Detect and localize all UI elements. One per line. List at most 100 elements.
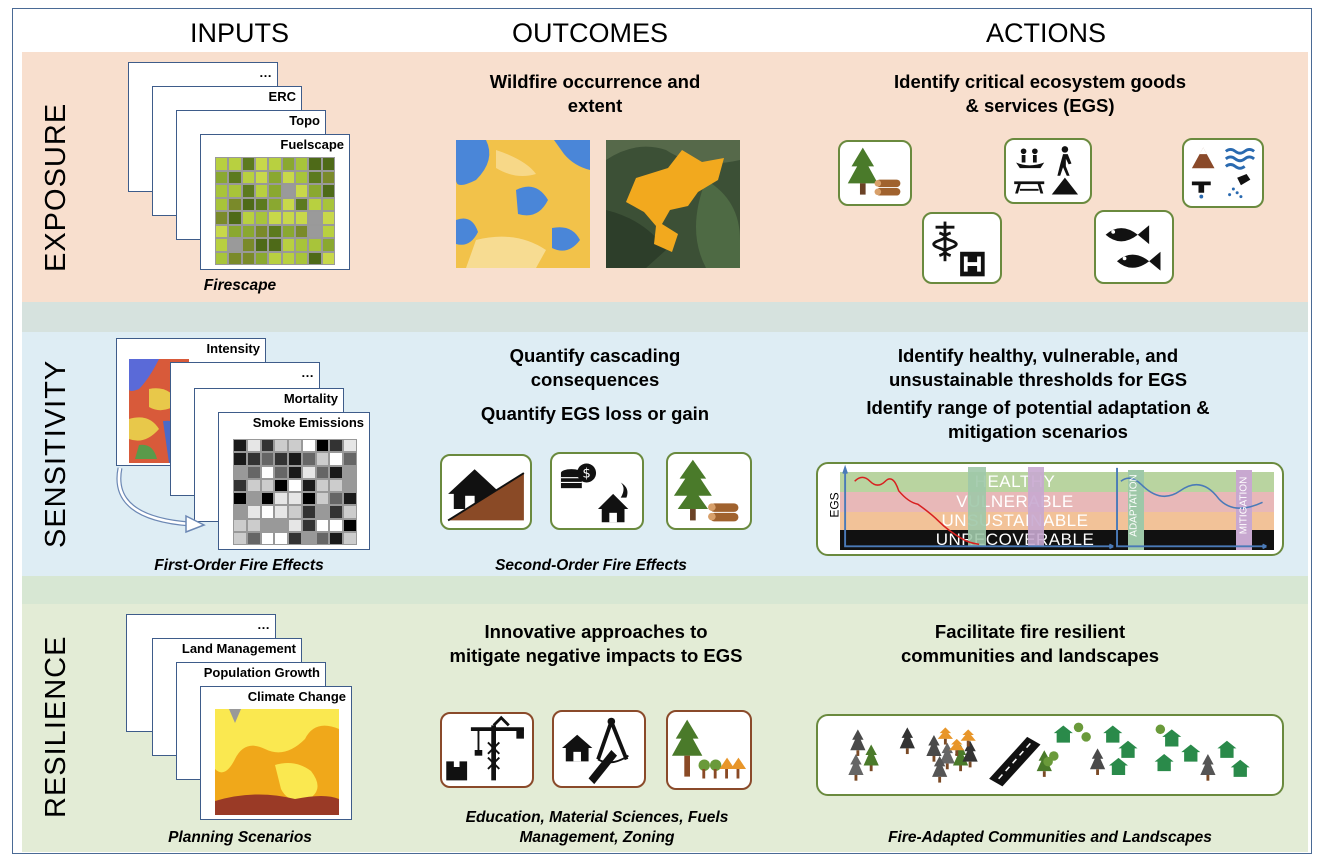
grid-cell — [281, 170, 295, 184]
tree-trunk — [968, 761, 972, 768]
grid-cell — [254, 184, 269, 198]
band-separator — [22, 302, 1308, 332]
card-label: Intensity — [206, 341, 260, 356]
threshold-healthy — [840, 472, 1274, 492]
grid-cell — [215, 251, 229, 265]
grid-cell — [233, 492, 247, 506]
grid-cell — [315, 492, 330, 506]
grid-cell — [228, 224, 242, 238]
grid-cell — [241, 238, 255, 252]
house-landslide-icon — [440, 454, 532, 530]
fuels-management-icon — [666, 710, 752, 790]
tree-trunk — [938, 776, 942, 783]
grid-cell — [308, 170, 322, 184]
grid-cell — [274, 452, 289, 466]
grid-cell — [254, 170, 269, 184]
grid-cell — [343, 478, 357, 492]
grid-cell — [315, 478, 330, 492]
grid-cell — [281, 157, 295, 171]
grid-cell — [308, 197, 322, 211]
grid-cell — [288, 505, 302, 519]
grid-cell — [288, 531, 302, 545]
threshold-unrecoverable — [840, 530, 1274, 550]
house-icon — [1162, 729, 1182, 747]
grid-cell — [301, 492, 316, 506]
tree-trunk — [966, 740, 970, 747]
tree-icon — [960, 729, 976, 741]
grid-cell — [281, 211, 295, 225]
grid-cell — [246, 518, 261, 532]
grid-cell — [246, 492, 261, 506]
grid-cell — [241, 170, 255, 184]
grid-cell — [215, 170, 229, 184]
grid-cell — [241, 157, 255, 171]
grid-cell — [321, 224, 335, 238]
grid-cell — [215, 238, 229, 252]
grid-cell — [246, 478, 261, 492]
grid-cell — [343, 439, 357, 453]
grid-cell — [254, 224, 269, 238]
tree-icon — [899, 727, 915, 749]
grid-cell — [274, 518, 289, 532]
tree-trunk — [905, 748, 909, 755]
card-label: Mortality — [283, 391, 338, 406]
row-label-exposure: EXPOSURE — [40, 102, 72, 272]
threshold-unsustainable — [840, 512, 1274, 530]
grid-cell — [301, 465, 316, 479]
house-icon — [1181, 744, 1201, 762]
grid-cell — [274, 531, 289, 545]
grid-cell — [241, 211, 255, 225]
shrub-icon — [1043, 756, 1053, 767]
grid-cell — [260, 505, 275, 519]
grid-cell — [308, 211, 322, 225]
grid-cell — [215, 157, 229, 171]
card-label: Fuelscape — [280, 137, 344, 152]
exposure-input-caption: Firescape — [203, 277, 277, 294]
grid-cell — [315, 465, 330, 479]
house-icon — [1217, 740, 1237, 758]
grid-cell — [241, 251, 255, 265]
fire-adapted-landscape — [816, 714, 1284, 796]
grid-cell — [281, 184, 295, 198]
grid-cell — [329, 452, 344, 466]
grid-cell — [343, 465, 357, 479]
grid-cell — [274, 492, 289, 506]
grid-cell — [274, 465, 289, 479]
grid-cell — [294, 157, 309, 171]
construction-icon — [440, 712, 534, 788]
grid-cell — [268, 170, 282, 184]
tree-icon — [1200, 754, 1216, 775]
grid-cell — [329, 492, 344, 506]
grid-cell — [233, 439, 247, 453]
house-icon — [1118, 740, 1138, 758]
grid-cell — [288, 518, 302, 532]
tree-trunk — [945, 763, 949, 770]
input-card-smoke: Smoke Emissions — [218, 412, 370, 550]
house-icon — [1154, 754, 1174, 772]
grid-cell — [343, 505, 357, 519]
adaptation-bar — [1128, 470, 1144, 550]
grid-cell — [233, 505, 247, 519]
tree-trunk — [1206, 774, 1210, 781]
tree-icon — [1089, 748, 1106, 770]
card-label: Topo — [289, 113, 320, 128]
grid-cell — [254, 238, 269, 252]
tree-icon — [926, 735, 942, 756]
grid-cell — [281, 197, 295, 211]
sensitivity-outcome-caption: Second-Order Fire Effects — [495, 557, 687, 574]
grid-cell — [315, 439, 330, 453]
sensitivity-action-title-1: Identify healthy, vulnerable, and unsust… — [888, 345, 1188, 390]
grid-cell — [301, 478, 316, 492]
grid-cell — [260, 531, 275, 545]
grid-cell — [294, 197, 309, 211]
grid-cell — [254, 251, 269, 265]
timber-icon — [838, 140, 912, 206]
grid-cell — [288, 465, 302, 479]
smoke-emissions-map — [233, 439, 357, 545]
grid-cell — [294, 238, 309, 252]
grid-cell — [294, 224, 309, 238]
grid-cell — [301, 518, 316, 532]
column-header-outcomes: OUTCOMES — [512, 18, 669, 48]
grid-cell — [315, 452, 330, 466]
grid-cell — [246, 439, 261, 453]
